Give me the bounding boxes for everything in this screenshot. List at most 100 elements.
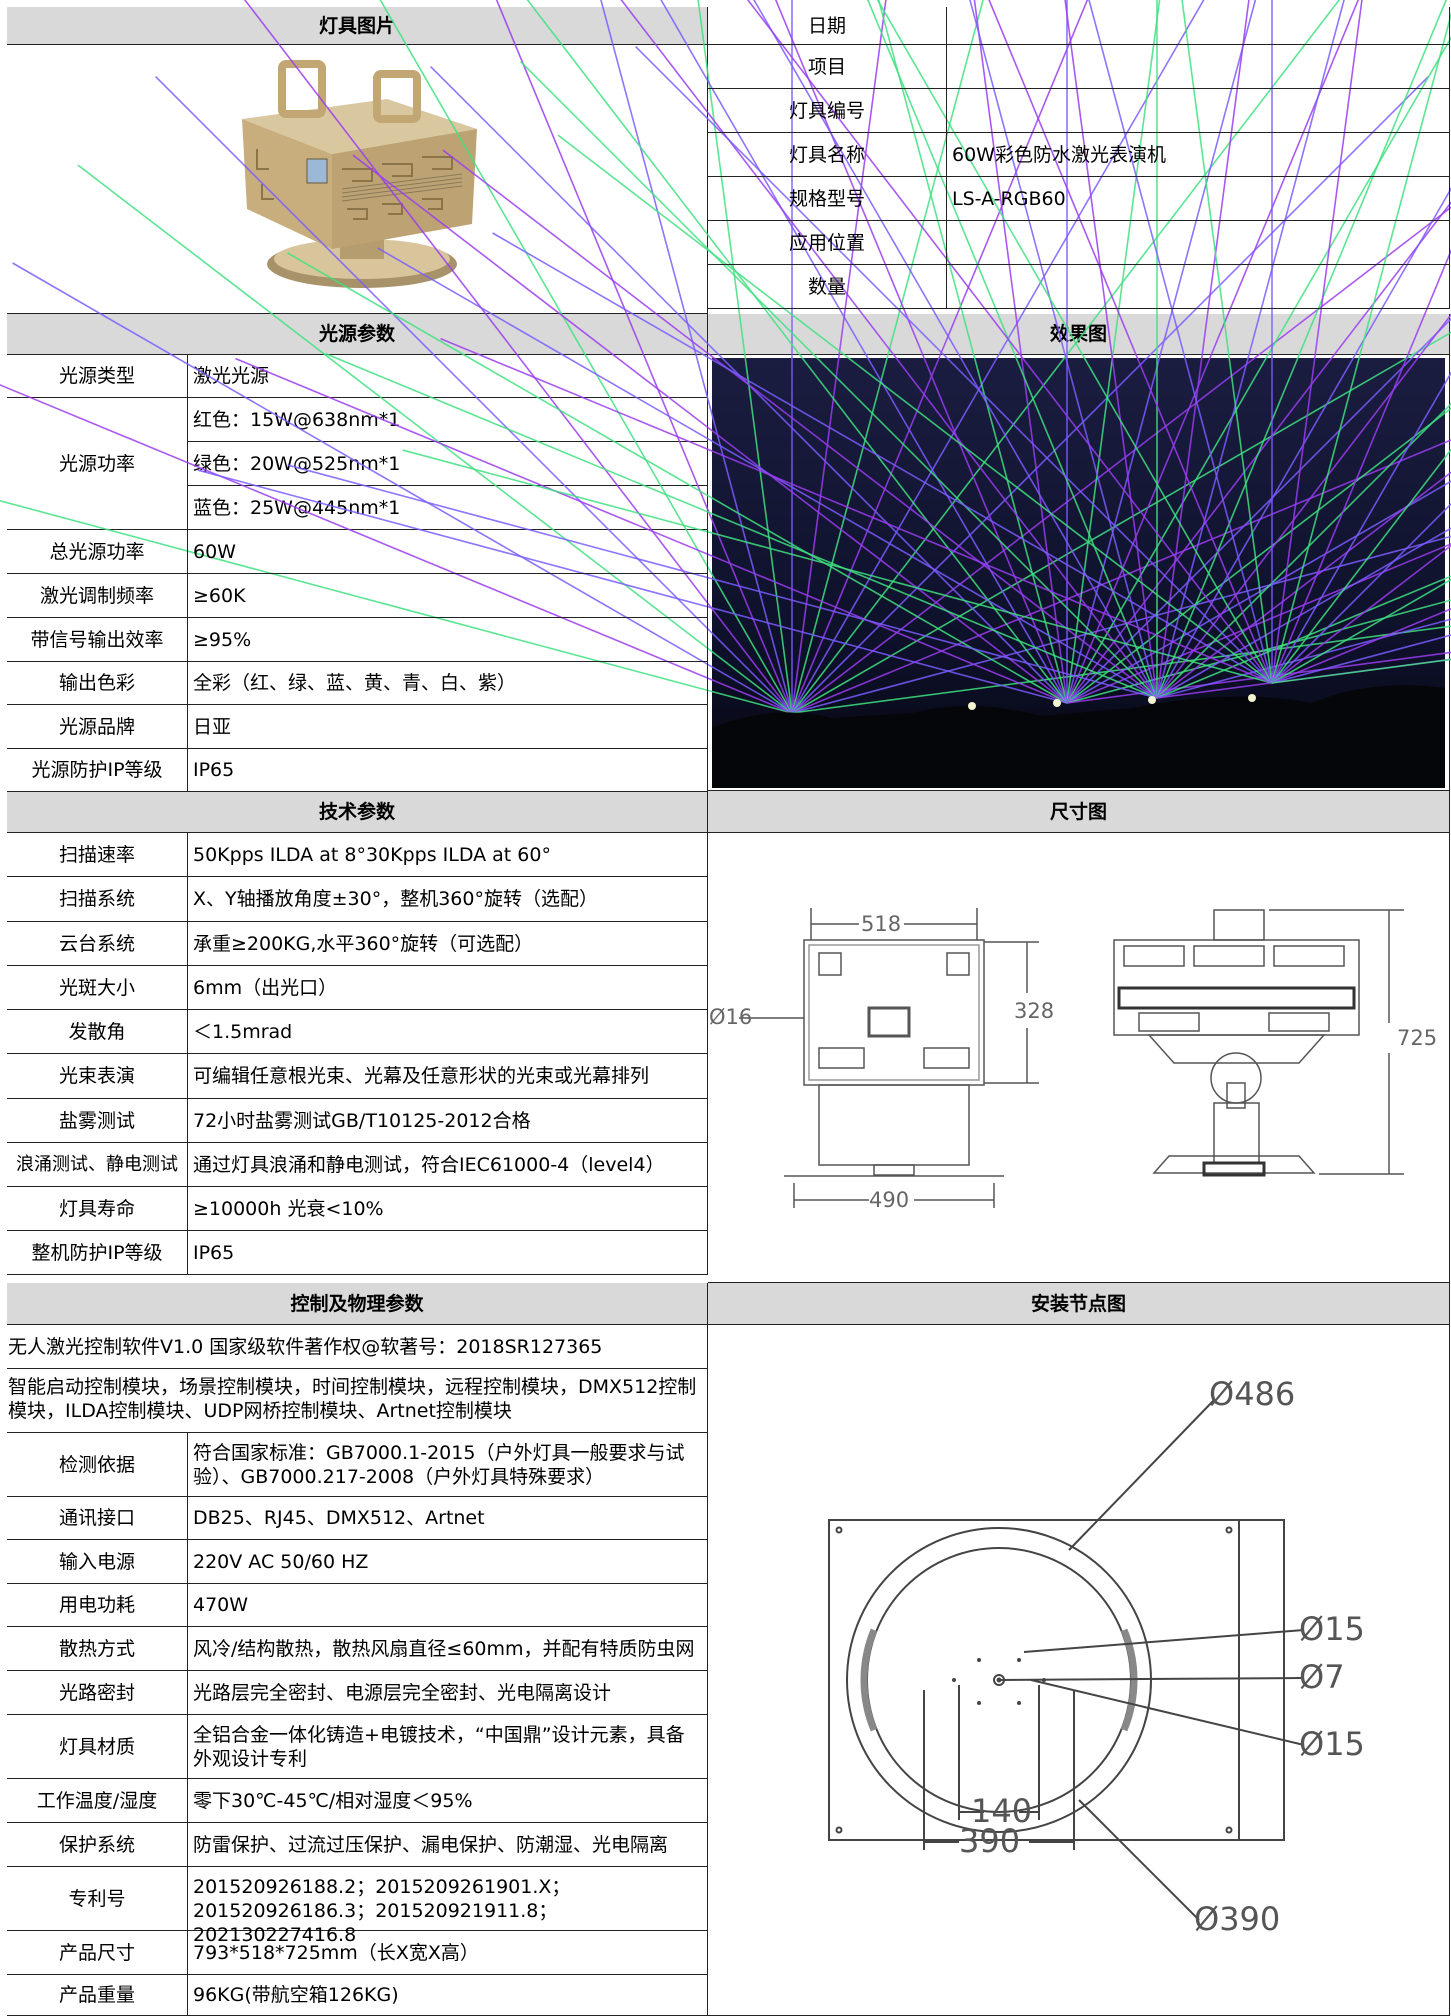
laser-beam bbox=[287, 463, 1158, 699]
control-row-value-8: 防雷保护、过流过压保护、漏电保护、防潮湿、光电隔离 bbox=[188, 1823, 708, 1867]
laser-beam bbox=[1271, 633, 1451, 684]
header-light-source-params: 光源参数 bbox=[7, 314, 708, 355]
laser-beam bbox=[747, 0, 1273, 683]
control-row-value-9: 201520926188.2；2015209261901.X；201520926… bbox=[188, 1867, 708, 1946]
laser-beam bbox=[325, 352, 1158, 699]
tech-row-label-3: 光斑大小 bbox=[7, 966, 188, 1010]
laser-beam bbox=[496, 0, 793, 713]
control-row-value-0: 符合国家标准：GB7000.1-2015（户外灯具一般要求与试验）、GB7000… bbox=[188, 1433, 708, 1497]
laser-beam bbox=[791, 331, 1451, 714]
header-install-node-drawing: 安装节点图 bbox=[708, 1283, 1450, 1325]
laser-beam bbox=[988, 0, 1273, 683]
software-row: 无人激光控制软件V1.0 国家级软件著作权@软著号：2018SR127365 bbox=[7, 1325, 708, 1369]
laser-beam bbox=[1066, 598, 1451, 704]
install-plate-dia: Ø390 bbox=[1194, 1900, 1280, 1938]
modules-row: 智能启动控制模块，场景控制模块，时间控制模块，远程控制模块，DMX512控制模块… bbox=[7, 1369, 708, 1433]
info-value-5 bbox=[947, 221, 1450, 265]
tech-row-value-1: X、Y轴播放角度±30°，整机360°旋转（选配） bbox=[188, 877, 708, 922]
light-row-label-2: 带信号输出效率 bbox=[7, 618, 188, 662]
street-light bbox=[1148, 695, 1156, 704]
laser-beam bbox=[1271, 578, 1451, 684]
install-outer-dia: Ø486 bbox=[1209, 1375, 1295, 1413]
light-row-value-5: IP65 bbox=[188, 749, 708, 792]
laser-beam bbox=[1156, 186, 1451, 698]
control-row-value-1: DB25、RJ45、DMX512、Artnet bbox=[188, 1497, 708, 1540]
tech-row-value-3: 6mm（出光口） bbox=[188, 966, 708, 1010]
laser-beam bbox=[620, 0, 1158, 698]
control-row-value-7: 零下30℃-45℃/相对湿度＜95% bbox=[188, 1779, 708, 1823]
control-row-label-3: 用电功耗 bbox=[7, 1584, 188, 1627]
info-label-1: 项目 bbox=[708, 45, 947, 89]
light-row-value-2: ≥95% bbox=[188, 618, 708, 662]
laser-beam bbox=[635, 45, 1273, 684]
tech-row-label-9: 整机防护IP等级 bbox=[7, 1231, 188, 1275]
dim-total-height: 725 bbox=[1397, 1026, 1437, 1050]
light-power-red: 红色：15W@638nm*1 bbox=[188, 398, 708, 442]
laser-beam bbox=[1156, 402, 1451, 699]
header-control-physical-params: 控制及物理参数 bbox=[7, 1283, 708, 1325]
laser-beam bbox=[791, 535, 1451, 714]
laser-beam bbox=[660, 0, 1068, 703]
install-center-hole: Ø7 bbox=[1299, 1658, 1345, 1696]
laser-beam bbox=[877, 0, 1273, 683]
tech-row-value-7: 通过灯具浪涌和静电测试，符合IEC61000-4（level4） bbox=[188, 1143, 708, 1187]
laser-beam bbox=[287, 251, 1068, 704]
laser-beam bbox=[377, 246, 1158, 699]
control-row-value-11: 96KG(带航空箱126KG) bbox=[188, 1975, 708, 2016]
tech-row-label-0: 扫描速率 bbox=[7, 833, 188, 877]
laser-beam bbox=[526, 0, 1068, 703]
install-inner-span: 140 bbox=[971, 1792, 1032, 1830]
laser-beam bbox=[791, 75, 1429, 714]
tech-row-value-4: ＜1.5mrad bbox=[188, 1010, 708, 1054]
laser-beam bbox=[440, 337, 1273, 684]
laser-beam bbox=[867, 0, 1158, 698]
control-row-value-5: 光路层完全密封、电源层完全密封、光电隔离设计 bbox=[188, 1671, 708, 1715]
tech-row-value-2: 承重≥200KG,水平360°旋转（可选配） bbox=[188, 922, 708, 966]
install-outer-span: 390 bbox=[959, 1822, 1020, 1860]
info-value-2 bbox=[947, 89, 1450, 133]
laser-beam bbox=[969, 0, 1158, 698]
control-row-label-9: 专利号 bbox=[7, 1867, 188, 1931]
control-row-label-2: 输入电源 bbox=[7, 1540, 188, 1584]
light-row-label-3: 输出色彩 bbox=[7, 662, 188, 705]
laser-beam bbox=[1066, 0, 1257, 703]
laser-beam bbox=[1271, 658, 1451, 684]
laser-beam bbox=[791, 438, 1451, 714]
info-value-3: 60W彩色防水激光表演机 bbox=[947, 133, 1450, 177]
laser-beam bbox=[1156, 526, 1451, 699]
info-value-0 bbox=[947, 7, 1450, 45]
light-type-value: 激光光源 bbox=[188, 355, 708, 398]
laser-beam bbox=[1271, 502, 1451, 684]
street-light bbox=[968, 701, 976, 710]
tech-row-value-9: IP65 bbox=[188, 1231, 708, 1275]
laser-effect-image bbox=[0, 0, 1451, 788]
dim-width-top: 518 bbox=[861, 912, 901, 936]
light-row-label-5: 光源防护IP等级 bbox=[7, 749, 188, 792]
laser-beam bbox=[600, 0, 793, 713]
control-row-label-5: 光路密封 bbox=[7, 1671, 188, 1715]
control-row-value-2: 220V AC 50/60 HZ bbox=[188, 1540, 708, 1584]
laser-beam bbox=[244, 0, 793, 713]
laser-beam bbox=[1271, 11, 1451, 683]
laser-beam bbox=[1156, 0, 1447, 698]
control-row-value-10: 793*518*725mm（长X宽X高） bbox=[188, 1931, 708, 1975]
light-row-value-1: ≥60K bbox=[188, 574, 708, 618]
install-hole-a: Ø15 bbox=[1299, 1610, 1365, 1648]
laser-beam bbox=[235, 357, 1068, 704]
laser-beam bbox=[1066, 651, 1451, 704]
tech-row-label-5: 光束表演 bbox=[7, 1054, 188, 1099]
laser-beam bbox=[379, 0, 793, 713]
laser-beam bbox=[1066, 35, 1451, 703]
laser-beam bbox=[791, 0, 984, 713]
laser-beam bbox=[1271, 248, 1451, 683]
dimension-drawing-cell: 518 328 490 Ø16 725 bbox=[708, 833, 1450, 1283]
info-value-6 bbox=[947, 265, 1450, 309]
install-hole-b: Ø15 bbox=[1299, 1725, 1365, 1763]
laser-beam bbox=[1271, 0, 1363, 683]
tech-row-label-1: 扫描系统 bbox=[7, 877, 188, 922]
laser-beam bbox=[155, 75, 793, 714]
laser-beam bbox=[1271, 447, 1451, 683]
laser-beam bbox=[77, 163, 793, 714]
laser-beam bbox=[791, 0, 1088, 713]
